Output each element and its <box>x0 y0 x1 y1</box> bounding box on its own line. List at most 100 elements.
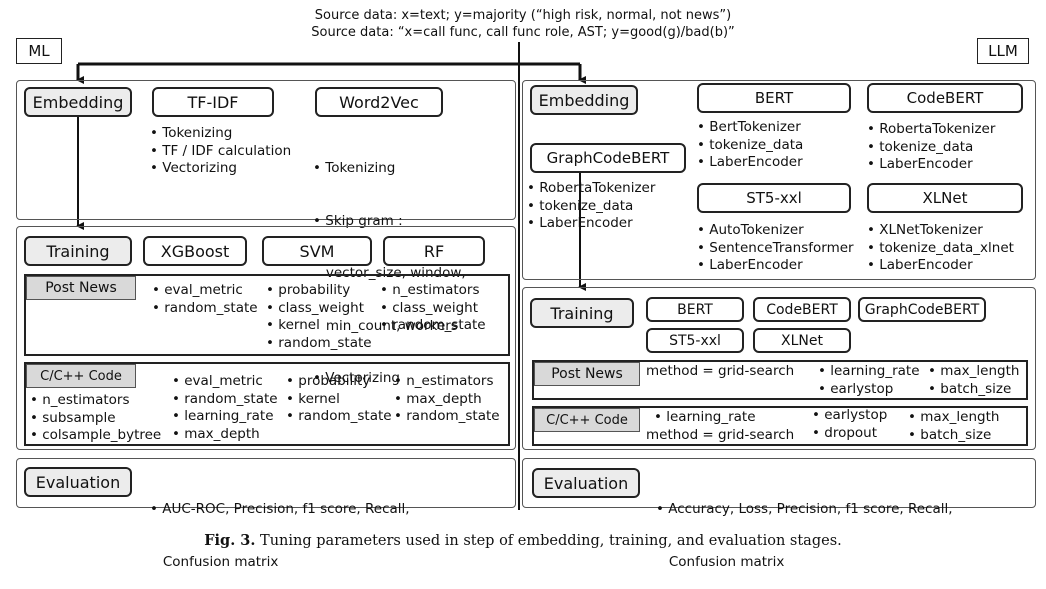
param: • probability <box>286 373 371 389</box>
graphcodebert-params: • RobertaTokenizer • tokenize_data • Lab… <box>527 180 655 233</box>
param: • eval_metric <box>152 282 243 298</box>
param: • class_weight <box>380 299 479 316</box>
st5-xxl-params: • AutoTokenizer • SentenceTransformer • … <box>697 222 854 275</box>
param: • LaberEncoder <box>697 154 803 170</box>
ml-post-news-svm-params: • probability • class_weight • kernel • … <box>266 282 372 352</box>
param: • RobertaTokenizer <box>527 180 656 196</box>
llm-code-box <box>532 406 1028 446</box>
tfidf-param: • Vectorizing <box>150 160 237 176</box>
word2vec-param: vector_size, window, <box>313 265 466 281</box>
word2vec-param: • Vectorizing <box>313 370 400 386</box>
llm-post-news-label: Post News <box>534 362 640 386</box>
param: • max_length <box>908 409 1000 425</box>
llm-post-news-col3: • max_length • batch_size <box>928 363 1019 398</box>
param: • n_estimators <box>30 392 130 408</box>
param: • LaberEncoder <box>867 257 973 273</box>
figure-caption-label: Fig. 3. <box>204 532 256 549</box>
param: • AutoTokenizer <box>697 222 804 238</box>
tfidf-param: • TF / IDF calculation <box>150 142 292 159</box>
llm-training-section <box>522 287 1036 450</box>
param: • learning_rate <box>818 363 920 379</box>
llm-evaluation-label: Evaluation <box>532 468 640 498</box>
xgboost-box: XGBoost <box>143 236 247 266</box>
source-line-2: Source data: “x=call func, call func rol… <box>311 25 735 40</box>
param: • random_state <box>286 408 392 424</box>
word2vec-params: • Tokenizing • Skip gram : vector_size, … <box>313 125 466 405</box>
llm-code-label: C/C++ Code <box>534 408 640 432</box>
codebert-params: • RobertaTokenizer • tokenize_data • Lab… <box>867 121 995 174</box>
llm-post-news-col2: • learning_rate • earlystop <box>818 363 920 398</box>
param: • SentenceTransformer <box>697 239 854 256</box>
param: • learning_rate <box>172 408 274 424</box>
param: • dropout <box>812 424 878 441</box>
param: • random_state <box>380 317 486 333</box>
param: • class_weight <box>266 299 365 316</box>
param: • batch_size <box>928 380 1012 397</box>
llm-code-col1: • learning_rate method = grid-search <box>646 409 794 444</box>
metric: Confusion matrix <box>656 553 785 570</box>
ml-embedding-label: Embedding <box>24 87 132 117</box>
ml-code-left-params: • n_estimators • subsample • colsample_b… <box>30 392 161 445</box>
ml-evaluation-section <box>16 458 516 508</box>
param: • n_estimators <box>380 282 480 298</box>
param: • batch_size <box>908 426 992 443</box>
param: • max_length <box>928 363 1020 379</box>
training-st5-xxl-box: ST5-xxl <box>646 328 744 353</box>
param: • tokenize_data <box>867 138 974 155</box>
ml-panel-label: ML <box>16 38 62 64</box>
param: • tokenize_data <box>527 197 634 214</box>
ml-evaluation-metrics: • AUC-ROC, Precision, f1 score, Recall, … <box>150 466 410 589</box>
param: • n_estimators <box>394 373 494 389</box>
param: • XLNetTokenizer <box>867 222 983 238</box>
svm-box: SVM <box>262 236 372 266</box>
llm-training-label: Training <box>530 298 634 328</box>
llm-embedding-label: Embedding <box>530 85 638 115</box>
ml-code-box <box>24 362 510 446</box>
llm-evaluation-section <box>522 458 1036 508</box>
llm-panel-label: LLM <box>977 38 1029 64</box>
param: • subsample <box>30 409 116 426</box>
param: • BertTokenizer <box>697 119 801 135</box>
bert-params: • BertTokenizer • tokenize_data • LaberE… <box>697 119 803 172</box>
llm-post-news-box <box>532 360 1028 400</box>
ml-post-news-box <box>24 274 510 356</box>
metric: • Accuracy, Loss, Precision, f1 score, R… <box>656 501 953 517</box>
param: • eval_metric <box>172 373 263 389</box>
param: • tokenize_data_xlnet <box>867 239 1014 256</box>
training-bert-box: BERT <box>646 297 744 322</box>
ml-code-rf-params: • n_estimators • max_depth • random_stat… <box>394 373 500 426</box>
llm-evaluation-metrics: • Accuracy, Loss, Precision, f1 score, R… <box>656 466 953 589</box>
ml-code-xgb-params: • eval_metric • random_state • learning_… <box>172 373 278 443</box>
param: • random_state <box>394 408 500 424</box>
param: • RobertaTokenizer <box>867 121 996 137</box>
ml-training-section <box>16 226 516 450</box>
graphcodebert-box: GraphCodeBERT <box>530 143 686 173</box>
ml-post-news-rf-params: • n_estimators • class_weight • random_s… <box>380 282 486 335</box>
xlnet-box: XLNet <box>867 183 1023 213</box>
ml-post-news-label: Post News <box>26 276 136 300</box>
param: • kernel <box>286 390 340 407</box>
connector-arrows <box>76 42 586 510</box>
llm-post-news-method: method = grid-search <box>646 363 795 379</box>
training-graphcodebert-box: GraphCodeBERT <box>858 297 986 322</box>
figure-caption-text: Tuning parameters used in step of embedd… <box>260 533 842 549</box>
rf-box: RF <box>383 236 485 266</box>
word2vec-param: min_count, workers <box>313 317 458 334</box>
ml-embedding-section <box>16 80 516 220</box>
param: • probability <box>266 282 351 298</box>
param: • max_depth <box>394 390 482 407</box>
llm-code-col3: • max_length • batch_size <box>908 409 999 444</box>
param: • max_depth <box>172 425 260 442</box>
llm-embedding-section <box>522 80 1036 280</box>
bert-box: BERT <box>697 83 851 113</box>
param: • tokenize_data <box>697 136 804 153</box>
param: • random_state <box>266 334 372 351</box>
metric: Confusion matrix <box>150 553 279 570</box>
training-xlnet-box: XLNet <box>753 328 851 353</box>
param: • colsample_bytree <box>30 427 162 443</box>
param: • earlystop <box>818 380 894 397</box>
metric: • AUC-ROC, Precision, f1 score, Recall, <box>150 501 410 517</box>
ml-post-news-xgb-params: • eval_metric • random_state <box>152 282 258 317</box>
xlnet-params: • XLNetTokenizer • tokenize_data_xlnet •… <box>867 222 1014 275</box>
tfidf-params: • Tokenizing • TF / IDF calculation • Ve… <box>150 125 291 178</box>
